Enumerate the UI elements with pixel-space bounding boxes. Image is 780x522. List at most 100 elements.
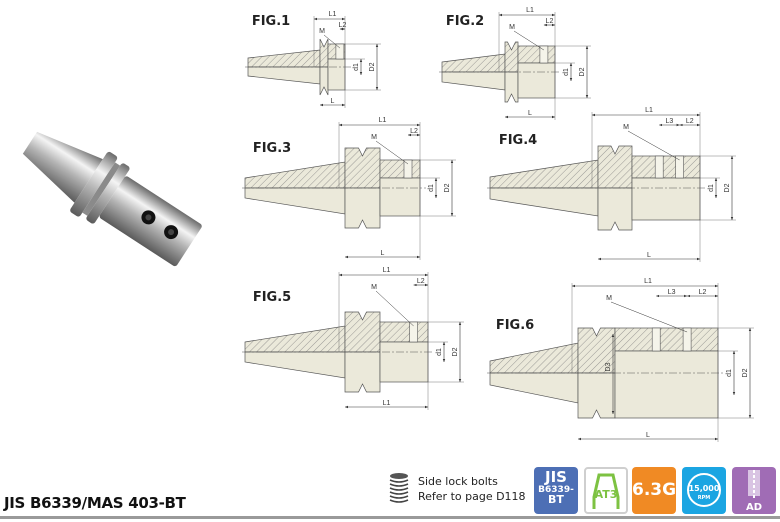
label-d1: d1 xyxy=(708,184,715,192)
figure-title: FIG.2 xyxy=(446,14,484,29)
label-d1: d1 xyxy=(726,369,733,377)
badge-at3-label: AT3 xyxy=(595,488,618,501)
label-L1: L1 xyxy=(526,7,534,14)
body-section xyxy=(631,155,701,179)
leader-M xyxy=(627,130,680,161)
badge-ad-label: AD xyxy=(746,502,762,513)
badge-balance-grade: 6.3G xyxy=(632,467,676,514)
screw-hole xyxy=(403,159,413,179)
screw-hole xyxy=(651,327,661,352)
body-section xyxy=(517,45,556,64)
label-d1: d1 xyxy=(353,63,360,71)
side-lock-note: Side lock bolts Refer to page D118 xyxy=(418,474,526,504)
label-D2: D2 xyxy=(452,347,459,356)
note-line2: Refer to page D118 xyxy=(418,490,526,503)
product-photo-tool-holder xyxy=(22,131,202,267)
taper-section-hatched xyxy=(489,159,599,189)
label-L1: L1 xyxy=(329,11,337,18)
label-M: M xyxy=(371,284,377,291)
label-L2: L2 xyxy=(686,118,694,125)
label-D2: D2 xyxy=(724,183,731,192)
label-L3: L3 xyxy=(666,118,674,125)
flange xyxy=(597,187,633,231)
flange-section xyxy=(344,147,381,189)
note-line1: Side lock bolts xyxy=(418,475,498,488)
badge-rpm-unit: RPM xyxy=(698,495,711,501)
label-M: M xyxy=(371,134,377,141)
taper-body xyxy=(244,187,346,215)
screw-hole xyxy=(539,45,549,64)
label-L2: L2 xyxy=(699,289,707,296)
leader-M xyxy=(375,290,414,327)
label-d1: d1 xyxy=(436,348,443,356)
screw-hole xyxy=(335,43,345,60)
flange-section xyxy=(344,311,381,353)
body xyxy=(517,62,556,99)
body xyxy=(327,58,346,91)
screw-hole xyxy=(654,155,664,179)
screw-hole xyxy=(409,321,418,343)
label-L2: L2 xyxy=(546,18,554,25)
flange-section xyxy=(597,145,633,189)
body xyxy=(631,177,701,221)
body xyxy=(614,350,719,419)
label-D3: D3 xyxy=(605,362,612,371)
label-L2: L2 xyxy=(410,128,418,135)
label-D2: D2 xyxy=(444,183,451,192)
taper-section-hatched xyxy=(244,161,346,189)
flange xyxy=(344,351,381,393)
badge-at3: AT3 xyxy=(584,467,628,514)
label-L1: L1 xyxy=(645,107,653,114)
page-title: JIS B6339/MAS 403-BT xyxy=(4,494,186,512)
taper-body xyxy=(244,351,346,379)
body xyxy=(379,341,429,383)
label-L: L xyxy=(331,98,335,105)
flange xyxy=(577,372,616,419)
leader-M xyxy=(375,140,409,165)
badge-jis-line3: BT xyxy=(548,493,564,506)
taper-section-hatched xyxy=(441,53,506,73)
label-L: L1 xyxy=(383,400,391,407)
taper-body xyxy=(247,66,321,85)
figure-title: FIG.4 xyxy=(499,133,537,148)
body-section xyxy=(614,327,719,352)
body-section xyxy=(379,159,421,179)
label-L1: L1 xyxy=(383,267,391,274)
badge-max-rpm: 15,000 RPM xyxy=(682,467,726,514)
label-D2: D2 xyxy=(742,368,749,377)
coolant-channel-icon: AD xyxy=(746,470,762,513)
taper-body xyxy=(441,71,506,91)
flange xyxy=(344,187,381,229)
body xyxy=(379,177,421,217)
label-M: M xyxy=(319,28,325,35)
leader-M xyxy=(323,34,341,49)
label-D2: D2 xyxy=(369,62,376,71)
badge-rpm-value: 15,000 xyxy=(689,484,720,493)
badge-jis-standard: JIS B6339- BT xyxy=(534,467,578,514)
screw-hole xyxy=(682,327,692,352)
divider xyxy=(0,516,780,519)
label-L: L xyxy=(381,250,385,257)
label-L1: L1 xyxy=(644,278,652,285)
leader-M xyxy=(513,30,545,51)
label-L1: L1 xyxy=(379,117,387,124)
taper-section-hatched xyxy=(489,342,579,374)
taper-section-hatched xyxy=(244,325,346,353)
badge-ad-coolant: AD xyxy=(732,467,776,514)
taper-body xyxy=(489,187,599,217)
leader-M xyxy=(610,301,688,333)
flange xyxy=(319,66,329,96)
figure-title: FIG.3 xyxy=(253,141,291,156)
label-D2: D2 xyxy=(579,67,586,76)
label-L3: L3 xyxy=(668,289,676,296)
flange xyxy=(504,71,519,103)
label-M: M xyxy=(509,24,515,31)
label-L2: L2 xyxy=(339,22,347,29)
